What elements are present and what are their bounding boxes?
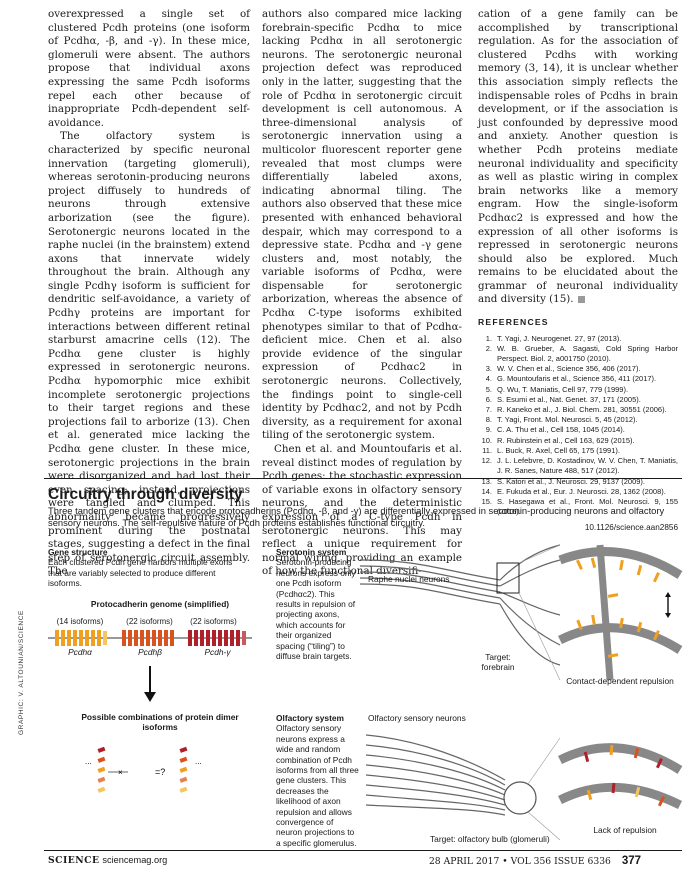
genome-label: Protocadherin genome (simplified) [90,599,230,609]
gene-structure-description: Each clustered Pcdh gene harbors multipl… [48,557,233,589]
reference-item: 7.R. Kaneko et al., J. Biol. Chem. 281, … [485,405,667,415]
olfactory-description: Olfactory sensory neurons express a wide… [276,723,359,848]
gene-structure-panel: Gene structure Each clustered Pcdh gene … [48,547,248,589]
beta-isoform-count: (22 isoforms) [126,617,173,626]
figure-title: Circuitry through diversity [48,486,243,503]
olfactory-bulb-target-label: Target: olfactory bulb (glomeruli) [430,834,550,844]
pcdh-beta-label: Pcdhβ [138,647,162,657]
article-paragraph: cation of a gene family can be accomplis… [478,8,678,306]
alpha-isoform-count: (14 isoforms) [56,617,104,626]
contact-dependent-repulsion-label: Contact-dependent repulsion [566,676,674,686]
reference-item: 9.C. A. Thu et al., Cell 158, 1045 (2014… [485,425,625,435]
raphe-axon-bundle [359,544,561,666]
reference-item: 2.W. B. Grueber, A. Sagasti, Cold Spring… [485,343,678,364]
reference-item: 8.T. Yagi, Front. Mol. Neurosci. 5, 45 (… [485,415,638,425]
glomerulus [503,781,537,815]
olfactory-axon-bundle [365,734,506,816]
svg-text:=?: =? [155,767,165,777]
zoom-box [496,562,520,594]
issue-info: 28 APRIL 2017 • VOL 356 ISSUE 6336 [428,856,611,867]
page-number: 377 [621,855,641,867]
figure-top-rule [44,478,682,479]
gene-structure-heading: Gene structure [48,547,108,557]
reference-item: 6.S. Esumi et al., Nat. Genet. 37, 171 (… [485,394,641,404]
article-column-1: overexpressed a single set of clustered … [48,8,250,579]
olfactory-neurons-label: Olfactory sensory neurons [368,713,466,723]
end-of-article-mark [577,295,585,303]
article-column-3: cation of a gene family can be accomplis… [478,8,678,535]
article-paragraph: The olfactory system is characterized by… [48,130,250,578]
repulsion-detail [557,544,683,681]
footer-rule [44,850,682,851]
references-heading: REFERENCES [478,317,549,328]
reference-item: 11.L. Buck, R. Axel, Cell 65, 175 (1991)… [482,445,620,455]
doi-link[interactable]: 10.1126/science.aan2856 [584,523,678,533]
footer-right: 28 APRIL 2017 • VOL 356 ISSUE 6336 377 [429,855,641,867]
pcdh-beta-exons [122,630,174,646]
reference-item: 15.S. Hasegawa et al., Front. Mol. Neuro… [481,496,678,517]
forebrain-target-label: Target: forebrain [481,652,515,673]
reference-item: 13.S. Katori et al., J. Neurosci. 29, 91… [481,476,645,486]
dimer-combinations: ... × =? ... [85,746,202,793]
figure-caption: Three tandem gene clusters that encode p… [48,505,665,528]
olfactory-heading: Olfactory system [276,713,344,723]
reference-item: 14.E. Fukuda et al., Eur. J. Neurosci. 2… [481,486,666,496]
reference-item: 3.W. V. Chen et al., Science 356, 406 (2… [485,364,641,374]
serotonin-panel: Serotonin system Serotonin-producing neu… [276,547,358,661]
reference-item: 10.R. Rubinstein et al., Cell 163, 629 (… [481,435,635,445]
reference-item: 5.Q. Wu, T. Maniatis, Cell 97, 779 (1999… [485,384,629,394]
article-paragraph: Chen et al. and Mountoufaris et al. reve… [262,443,462,578]
raphe-neurons-label: Raphe nuclei neurons [368,574,450,584]
svg-text:...: ... [195,757,202,766]
pcdh-alpha-label: Pcdhα [68,647,92,657]
pcdh-alpha-exons [55,630,107,646]
reference-item: 12.J. L. Lefebvre, D. Kostadinov, W. V. … [481,456,678,476]
magazine-name: SCIENCE [48,855,100,866]
serotonin-heading: Serotonin system [276,547,347,557]
gamma-isoform-count: (22 isoforms) [190,617,237,626]
site-name[interactable]: sciencemag.org [102,855,168,865]
dimer-combinations-label: Possible combinations of protein dimer i… [81,712,239,733]
reference-list: 1.T. Yagi, J. Neurogenet. 27, 97 (2013).… [478,334,678,518]
article-paragraph: authors also compared mice lacking foreb… [262,8,462,442]
reference-item: 4.G. Mountoufaris et al., Science 356, 4… [485,374,657,384]
serotonin-description: Serotonin-producing neurons express only… [276,557,356,662]
graphic-credit: GRAPHIC: V. ALTOUNIAN/SCIENCE [18,610,25,735]
pcdh-gamma-exons [188,630,246,646]
olfactory-panel: Olfactory system Olfactory sensory neuro… [276,713,360,848]
article-paragraph: overexpressed a single set of clustered … [48,8,250,129]
svg-text:×: × [118,768,123,777]
reference-item: 1.T. Yagi, J. Neurogenet. 27, 97 (2013). [485,333,622,343]
lack-of-repulsion-detail [557,743,683,810]
lack-of-repulsion-label: Lack of repulsion [593,825,657,835]
pcdh-gamma-label: Pcdh-γ [204,647,231,657]
article-column-2: authors also compared mice lacking foreb… [262,8,462,579]
footer-left: SCIENCE sciencemag.org [48,855,167,866]
svg-text:...: ... [85,757,92,766]
